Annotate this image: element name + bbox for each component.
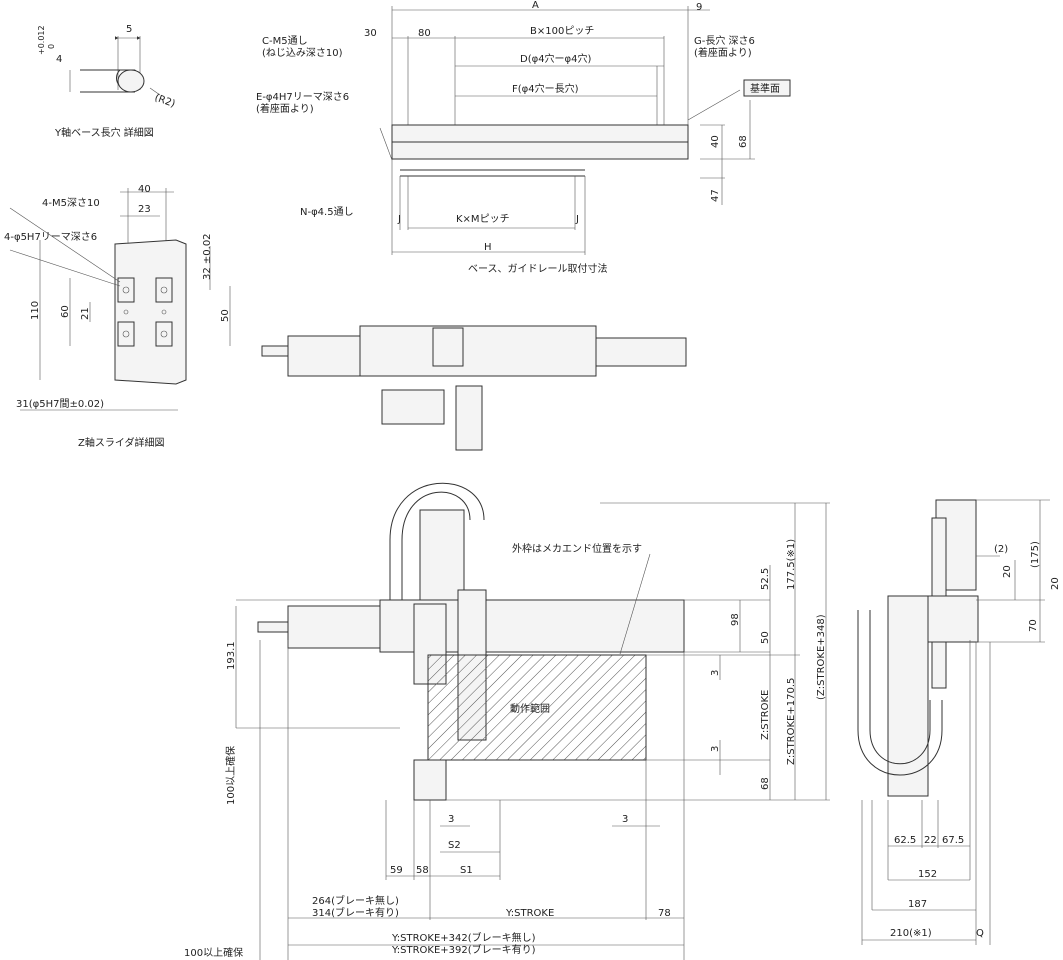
sv-dim-210: 210(※1)	[890, 928, 932, 939]
bd-dim-H: H	[484, 242, 492, 253]
bd-dim-30: 30	[364, 28, 377, 39]
bd-dim-F: F(φ4穴ー長穴)	[512, 82, 579, 95]
bd-caption: ベース、ガイドレール取付寸法	[468, 262, 608, 275]
zs-dim-21: 21	[80, 307, 91, 320]
sv-dim-187: 187	[908, 899, 927, 910]
sv-dim-Q: Q	[976, 928, 984, 939]
sv-dim-22: 22	[924, 835, 937, 846]
sv-dim-70: 70	[1028, 619, 1039, 632]
top-view	[261, 325, 687, 451]
fv-dim-58: 58	[416, 865, 429, 876]
fv-area-label: 動作範囲	[510, 702, 550, 715]
zs-dim-40: 40	[138, 184, 151, 195]
sv-dim-62: 62.5	[894, 835, 916, 846]
zs-dim-50: 50	[220, 309, 231, 322]
bd-dim-D: D(φ4穴ーφ4穴)	[520, 52, 592, 65]
zs-dim-23: 23	[138, 204, 151, 215]
zs-dim-110: 110	[30, 301, 41, 320]
bd-dim-KM: K×Mピッチ	[456, 213, 510, 225]
slot-radius: (R2)	[153, 92, 177, 110]
fv-dim-68: 68	[760, 777, 771, 790]
y-slot-detail: 5 4 +0.012 0 (R2) Y軸ベース長穴 詳細図	[37, 24, 177, 139]
fv-dim-78: 78	[658, 908, 671, 919]
bd-dim-68: 68	[738, 135, 749, 148]
sv-dim-67: 67.5	[942, 835, 964, 846]
sv-dim-20a: 20	[1002, 565, 1013, 578]
side-view: (2) 20 (175) 20 70 62.5 22 67.5 152 187 …	[857, 499, 1061, 945]
fv-dim-y342: Y:STROKE+342(ブレーキ無し)	[391, 931, 536, 944]
sv-dim-20b: 20	[1050, 577, 1061, 590]
bd-dim-9: 9	[696, 2, 702, 13]
base-detail: A 9 30 80 B×100ピッチ D(φ4穴ーφ4穴) F(φ4穴ー長穴) …	[256, 0, 791, 275]
bd-label-e2: (着座面より)	[256, 102, 314, 115]
zs-caption: Z軸スライダ詳細図	[78, 436, 164, 449]
z-slider-detail: 40 23 4-M5深さ10 4-φ5H7リーマ深さ6 110 60 21 32…	[4, 184, 231, 449]
fv-dim-3b: 3	[710, 746, 721, 752]
sv-dim-2: (2)	[994, 544, 1008, 555]
bd-dim-B: B×100ピッチ	[530, 25, 594, 37]
fv-dim-3a: 3	[710, 670, 721, 676]
fv-dim-314: 314(ブレーキ有り)	[312, 906, 399, 919]
fv-dim-s1: S1	[460, 865, 473, 876]
bd-label-ref: 基準面	[750, 82, 780, 95]
fv-dim-3d: 3	[622, 814, 628, 825]
bd-dim-A: A	[532, 0, 539, 11]
slot-tol-top: +0.012	[37, 25, 46, 55]
bd-label-c: C-M5通し	[262, 35, 308, 47]
fv-dim-98: 98	[730, 613, 741, 626]
fv-dim-59: 59	[390, 865, 403, 876]
fv-dim-ystroke: Y:STROKE	[505, 908, 554, 919]
fv-dim-zstroke: Z:STROKE	[760, 690, 771, 740]
bd-dim-40: 40	[710, 135, 721, 148]
bd-label-c2: (ねじ込み深さ10)	[262, 47, 343, 59]
zs-label-m5: 4-M5深さ10	[42, 197, 100, 209]
fv-dim-264: 264(ブレーキ無し)	[312, 894, 399, 907]
sv-dim-175: (175)	[1030, 541, 1041, 568]
bd-label-n: N-φ4.5通し	[300, 206, 354, 218]
fv-note-outline: 外枠はメカエンド位置を示す	[512, 542, 642, 555]
bd-dim-J-right: J	[575, 214, 579, 225]
fv-dim-50: 50	[760, 631, 771, 644]
sv-dim-152: 152	[918, 869, 937, 880]
zs-dim-32: 32 ±0.02	[202, 233, 213, 280]
bd-label-g: G-長穴 深さ6	[694, 34, 755, 47]
fv-dim-y392: Y:STROKE+392(ブレーキ有り)	[391, 943, 536, 956]
slot-dim-4: 4	[56, 54, 62, 65]
bd-dim-47: 47	[710, 189, 721, 202]
zs-label-h7: 4-φ5H7リーマ深さ6	[4, 231, 97, 243]
zs-dim-31: 31(φ5H7間±0.02)	[16, 398, 104, 410]
fv-dim-z348: (Z:STROKE+348)	[816, 614, 827, 700]
front-view: 外枠はメカエンド位置を示す 動作範囲 193.1 100以上確保 177.5(※…	[184, 482, 830, 960]
fv-dim-100-bottom: 100以上確保	[184, 946, 243, 959]
fv-dim-s2: S2	[448, 840, 461, 851]
zs-dim-60: 60	[60, 305, 71, 318]
bd-label-g2: (着座面より)	[694, 46, 752, 59]
slot-tol-bottom: 0	[47, 44, 56, 49]
slot-dim-5: 5	[126, 24, 132, 35]
fv-dim-100-left: 100以上確保	[224, 746, 237, 805]
bd-dim-80: 80	[418, 28, 431, 39]
fv-dim-52: 52.5	[760, 568, 771, 590]
fv-dim-z170: Z:STROKE+170.5	[786, 678, 797, 765]
fv-dim-193: 193.1	[226, 641, 237, 670]
fv-dim-177: 177.5(※1)	[786, 539, 797, 590]
bd-label-e: E-φ4H7リーマ深さ6	[256, 91, 349, 103]
bd-dim-J-left: J	[397, 214, 401, 225]
slot-caption: Y軸ベース長穴 詳細図	[54, 126, 154, 139]
fv-dim-3c: 3	[448, 814, 454, 825]
